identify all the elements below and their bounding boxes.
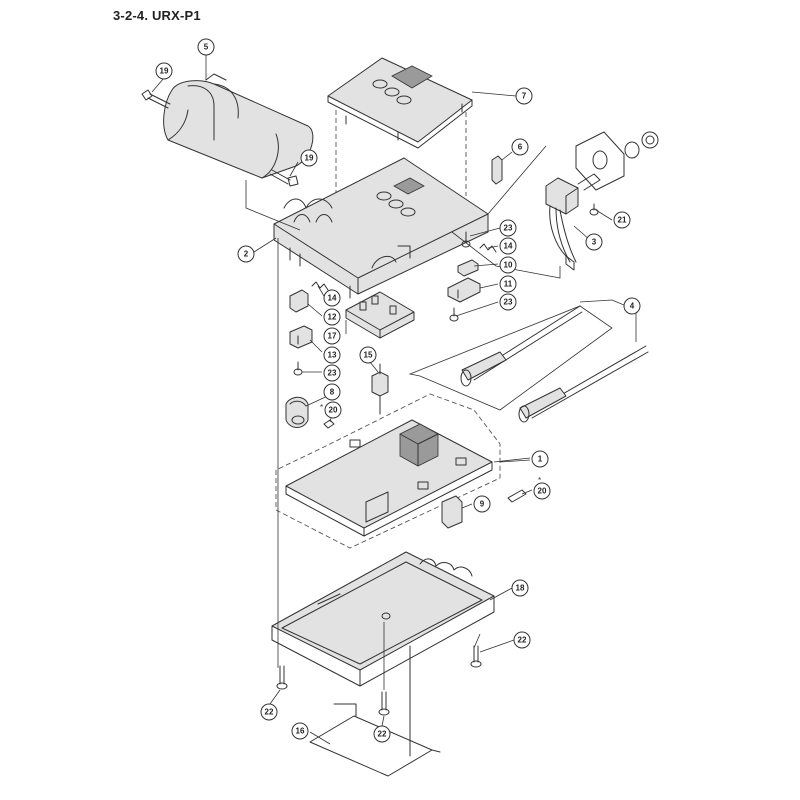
svg-text:3: 3 [592,238,597,247]
part-4-antenna-upper [460,305,583,387]
svg-text:9: 9 [480,500,485,509]
svg-text:22: 22 [378,730,387,739]
callout-4: 4 [623,297,641,315]
callout-22-center: 22 [373,725,391,743]
callout-6: 6 [511,138,529,156]
part-9-bracket [441,495,463,529]
part-8-knob [285,396,309,428]
callout-21: 21 [613,211,631,229]
svg-text:12: 12 [328,313,337,322]
callout-20-left: 20 [324,401,342,419]
part-3-connector [545,173,601,271]
svg-text:22: 22 [265,708,274,717]
svg-text:11: 11 [504,280,513,289]
callout-5: 5 [197,38,215,56]
callout-14-right: 14 [499,237,517,255]
part-20-clip-right [507,489,527,503]
callout-3: 3 [585,233,603,251]
part-6-pin [491,151,513,185]
callout-2: 2 [237,245,255,263]
svg-text:13: 13 [328,351,337,360]
figure-title: 3-2-4. URX-P1 [113,8,201,23]
callout-12: 12 [323,308,341,326]
part-22-screw-right [470,645,482,668]
svg-text:20: 20 [329,406,338,415]
svg-text:17: 17 [328,332,337,341]
callout-23-middle: 23 [499,293,517,311]
callout-11: 11 [499,275,517,293]
callout-20-right: 20 [533,482,551,500]
callout-1: 1 [531,450,549,468]
svg-text:19: 19 [305,154,314,163]
svg-text:14: 14 [328,294,337,303]
svg-text:21: 21 [618,216,627,225]
part-21-screw [589,203,599,216]
part-4-antenna-lower [518,345,649,423]
callout-15: 15 [359,346,377,364]
part-17-holder [345,291,415,339]
part-20-clip-left [323,419,335,429]
asterisk-right: * [538,476,541,485]
svg-text:8: 8 [330,388,335,397]
callout-22-right: 22 [513,631,531,649]
part-14-spring-left [311,281,329,291]
part-5-battery-cover [163,73,314,179]
svg-text:14: 14 [504,242,513,251]
callout-16: 16 [291,722,309,740]
part-18-bottom-case [271,551,495,687]
svg-text:15: 15 [364,351,373,360]
part-23-screw-upper [461,231,471,248]
svg-text:18: 18 [516,584,525,593]
asterisk-left: * [320,403,323,412]
callout-8: 8 [323,383,341,401]
callout-18: 18 [511,579,529,597]
part-14-spring-right [479,243,497,253]
connector-bracket [575,131,659,191]
svg-text:2: 2 [244,250,249,259]
part-1-main-board [285,419,493,537]
svg-text:7: 7 [522,92,527,101]
part-15-switch [371,363,389,415]
part-11-bracket [447,277,481,303]
callout-22-left: 22 [260,703,278,721]
part-23-screw-middle [449,307,459,322]
svg-text:4: 4 [630,302,635,311]
callout-19-lower: 19 [300,149,318,167]
part-19-screw-lower [269,169,299,187]
callout-17: 17 [323,327,341,345]
callout-7: 7 [515,87,533,105]
svg-text:23: 23 [504,224,513,233]
part-22-screw-left [276,665,288,690]
part-12-bracket [289,289,309,313]
part-16-label-sheet [309,645,441,777]
part-10-clip [457,259,479,277]
svg-text:23: 23 [328,369,337,378]
part-7-top-panel [327,57,473,149]
callout-23-upper: 23 [499,219,517,237]
part-2-upper-case [273,157,489,299]
svg-text:16: 16 [296,727,305,736]
callout-10: 10 [499,256,517,274]
svg-text:1: 1 [538,455,543,464]
callout-14-left: 14 [323,289,341,307]
svg-text:23: 23 [504,298,513,307]
part-23-screw-left [293,361,303,376]
svg-text:20: 20 [538,487,547,496]
svg-text:10: 10 [504,261,513,270]
part-13-plate [289,325,313,349]
callout-13: 13 [323,346,341,364]
callout-9: 9 [473,495,491,513]
part-19-screw-upper [141,89,171,109]
svg-text:22: 22 [518,636,527,645]
svg-text:19: 19 [160,67,169,76]
callout-19-upper: 19 [155,62,173,80]
svg-text:5: 5 [204,43,209,52]
leader-lines [151,54,613,745]
part-22-screw-center [378,691,390,716]
svg-text:6: 6 [518,143,523,152]
callout-23-left: 23 [323,364,341,382]
